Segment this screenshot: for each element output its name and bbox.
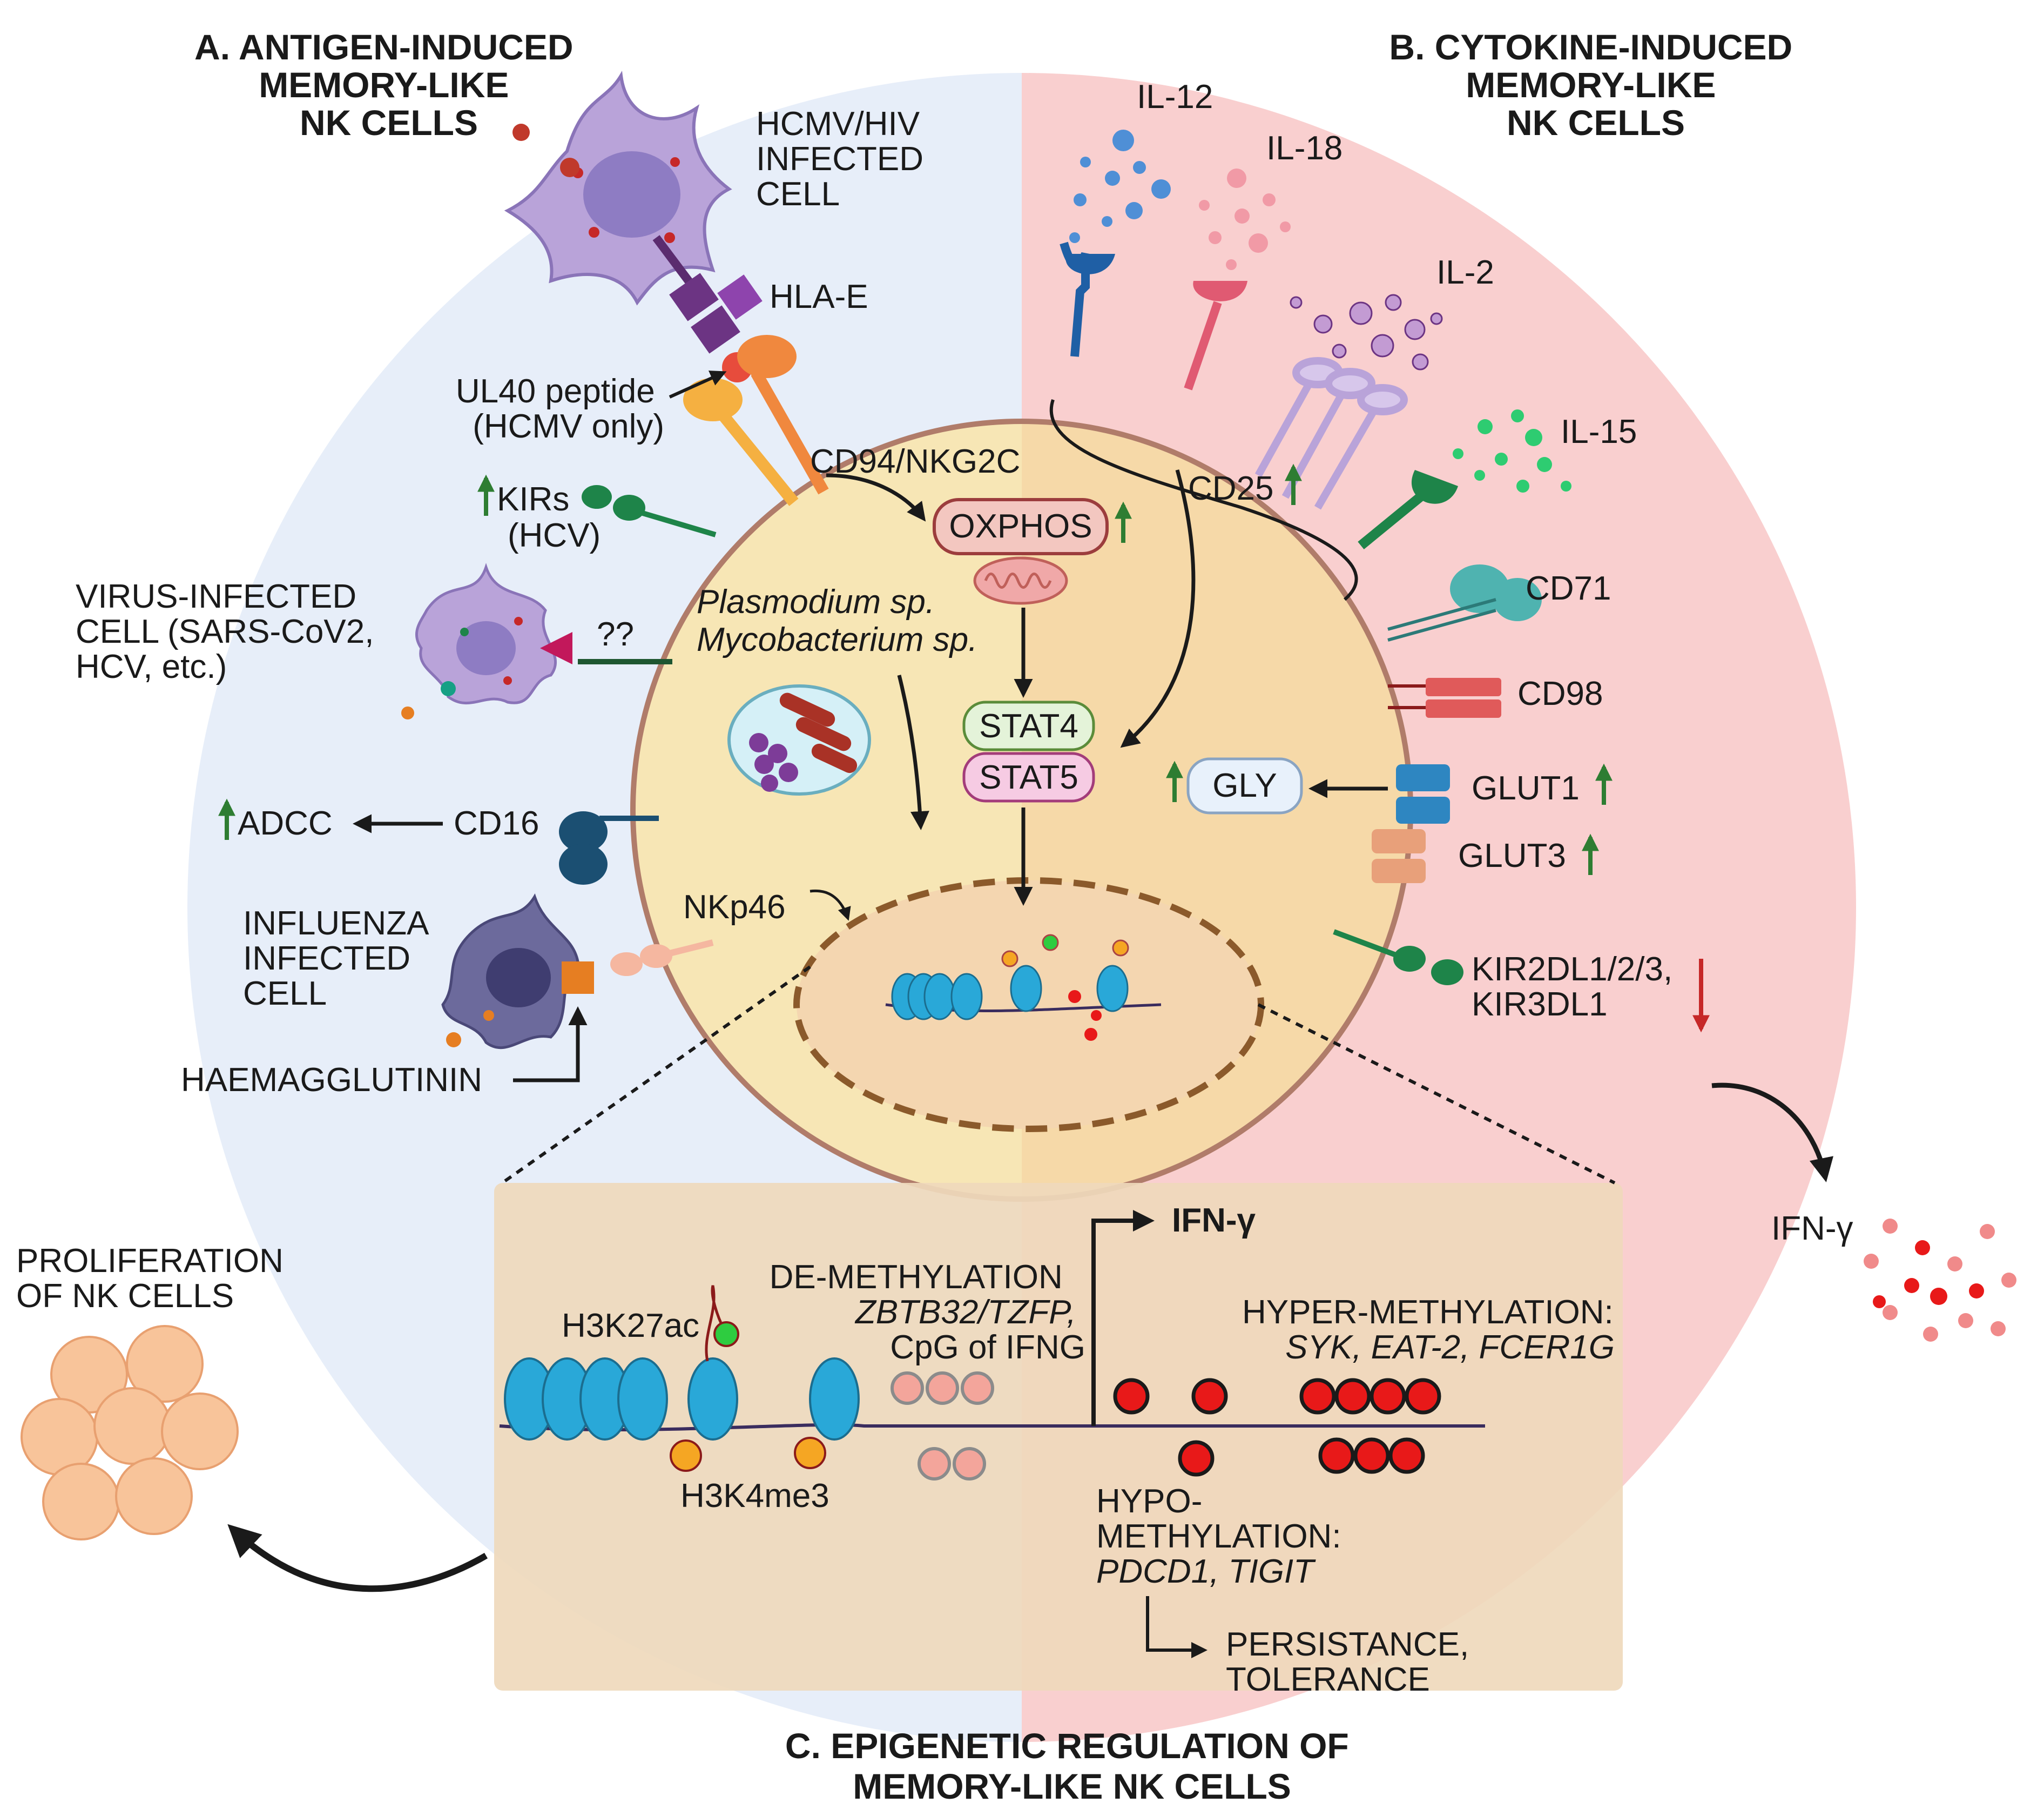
- ifng-transcription-arrow: [1091, 1210, 1155, 1426]
- stat4-box: [962, 701, 1095, 751]
- virus-icon: [512, 124, 579, 177]
- haemagglutinin-arrow: [513, 1006, 588, 1082]
- virus-infected-cell: [415, 563, 557, 705]
- virus-icon: [441, 681, 456, 696]
- cytokine-signal-curve: [1049, 399, 1358, 601]
- cd94-to-oxphos-arrow: [826, 473, 926, 522]
- hcmv-infected-cell: [504, 71, 732, 306]
- pathogen-arrow: [897, 675, 929, 830]
- adcc-label: ADCC: [238, 805, 333, 842]
- proliferation-label: PROLIFERATION OF NK CELLS: [16, 1242, 293, 1315]
- glut3-transporter: [1372, 829, 1426, 883]
- hla-e-label: HLA-E: [770, 278, 868, 315]
- oxphos-box: [933, 498, 1109, 555]
- zoom-line-right: [1257, 1003, 1616, 1185]
- oxphos-label: OXPHOS: [949, 508, 1092, 545]
- demethylation-label: DE-METHYLATION ZBTB32/TZFP, CpG of IFNG: [770, 1259, 1085, 1366]
- cd71-label: CD71: [1526, 570, 1611, 607]
- il12-receptor: [1060, 241, 1115, 357]
- haemagglutinin-block: [562, 961, 594, 994]
- il18-cytokines: [1199, 169, 1291, 270]
- ifng-dot-icon: [1864, 1219, 2016, 1342]
- unknown-receptor: [540, 632, 572, 664]
- cd25-label: CD25: [1188, 470, 1274, 507]
- il15-label: IL-15: [1561, 413, 1637, 450]
- il18-label: IL-18: [1266, 130, 1343, 167]
- cd94-nkg2c-receptor: [683, 335, 829, 506]
- stat5-box: [962, 752, 1095, 803]
- stat4-label: STAT4: [979, 708, 1078, 745]
- nucleus-chromatin: [885, 934, 1162, 1041]
- nkp46-label: NKp46: [683, 889, 786, 926]
- ul40-label: UL40 peptide (HCMV only): [456, 373, 664, 445]
- demethylated-cpg: [891, 1371, 994, 1481]
- hypomethylation-label: HYPO- METHYLATION: PDCD1, TIGIT: [1096, 1483, 1351, 1590]
- stat5-label: STAT5: [979, 759, 1078, 796]
- influenza-label: INFLUENZA INFECTED CELL: [243, 905, 436, 1012]
- nkp46-receptor: [610, 939, 714, 976]
- h3k4me3-mark-1: [670, 1439, 702, 1472]
- ifng-out-label: IFN-γ: [1771, 1210, 1853, 1247]
- cytokine-to-stat-arrow: [1120, 469, 1196, 748]
- ifng-out-arrow: [1711, 1082, 1833, 1182]
- virus-icon: [401, 706, 414, 719]
- h3k4me3-mark-2: [794, 1437, 826, 1469]
- virus-infected-label: VIRUS-INFECTED CELL (SARS-CoV2, HCV, etc…: [76, 578, 383, 685]
- kir-receptor: [582, 485, 717, 537]
- virus-icon: [446, 1032, 461, 1047]
- cd94-label: CD94/NKG2C: [810, 443, 1020, 480]
- il2-cytokines: [1290, 294, 1443, 371]
- glut1-transporter: [1396, 764, 1450, 824]
- proliferation-arrow: [227, 1524, 488, 1592]
- h3k27ac-tail: [705, 1285, 725, 1362]
- kir-right-receptor: [1333, 929, 1463, 985]
- h3k27ac-label: H3K27ac: [562, 1307, 699, 1344]
- nk-cell-icon: [21, 1325, 239, 1540]
- unknown-label: ??: [597, 616, 634, 653]
- cd98-label: CD98: [1517, 675, 1603, 712]
- cd16-receptor: [559, 811, 659, 885]
- kir-right-label: KIR2DL1/2/3, KIR3DL1: [1472, 951, 1682, 1023]
- persistance-label: PERSISTANCE, TOLERANCE: [1226, 1626, 1478, 1698]
- il2-label: IL-2: [1436, 254, 1494, 291]
- section-a-title: A. ANTIGEN-INDUCED MEMORY-LIKE NK CELLS: [194, 27, 583, 143]
- il18-receptor: [1184, 281, 1247, 391]
- cd98-transporter: [1388, 678, 1501, 718]
- il15-cytokines: [1453, 409, 1571, 493]
- glut3-label: GLUT3: [1458, 837, 1566, 874]
- cd16-label: CD16: [454, 805, 539, 842]
- gly-label: GLY: [1212, 767, 1277, 804]
- influenza-infected-cell: [441, 893, 579, 1049]
- h3k4me3-label: H3K4me3: [680, 1477, 829, 1515]
- section-c-title: C. EPIGENETIC REGULATION OF MEMORY-LIKE …: [785, 1726, 1359, 1806]
- hypermethylation-label: HYPER-METHYLATION: SYK, EAT-2, FCER1G: [1242, 1294, 1623, 1366]
- gly-box: [1186, 757, 1303, 815]
- hla-e-molecule: [652, 235, 763, 354]
- bacteria-icon: [727, 684, 871, 796]
- il15-receptor: [1358, 470, 1458, 549]
- kirs-label: KIRs (HCV): [497, 481, 601, 554]
- persistance-arrow: [1146, 1596, 1207, 1658]
- methylated-cpg: [1113, 1378, 1441, 1477]
- il12-cytokines: [1069, 130, 1171, 243]
- pathogens-label: Plasmodium sp. Mycobacterium sp.: [697, 583, 977, 658]
- hcmv-hiv-label: HCMV/HIV INFECTED CELL: [756, 105, 933, 213]
- cd71-receptor: [1387, 564, 1542, 642]
- mitochondrion-icon: [973, 556, 1068, 605]
- nucleosome-icon: [504, 1357, 860, 1441]
- glut1-label: GLUT1: [1472, 770, 1580, 807]
- il12-label: IL-12: [1137, 78, 1213, 116]
- ul40-arrow: [669, 371, 727, 399]
- h3k27ac-mark: [713, 1321, 739, 1347]
- zoom-line-left: [501, 965, 811, 1185]
- ifng-label: IFN-γ: [1172, 1202, 1256, 1239]
- section-b-title: B. CYTOKINE-INDUCED MEMORY-LIKE NK CELLS: [1389, 27, 1802, 143]
- nkp46-arrow: [809, 889, 851, 921]
- haemagglutinin-label: HAEMAGGLUTININ: [181, 1061, 482, 1099]
- epigenetic-box: [494, 1183, 1623, 1691]
